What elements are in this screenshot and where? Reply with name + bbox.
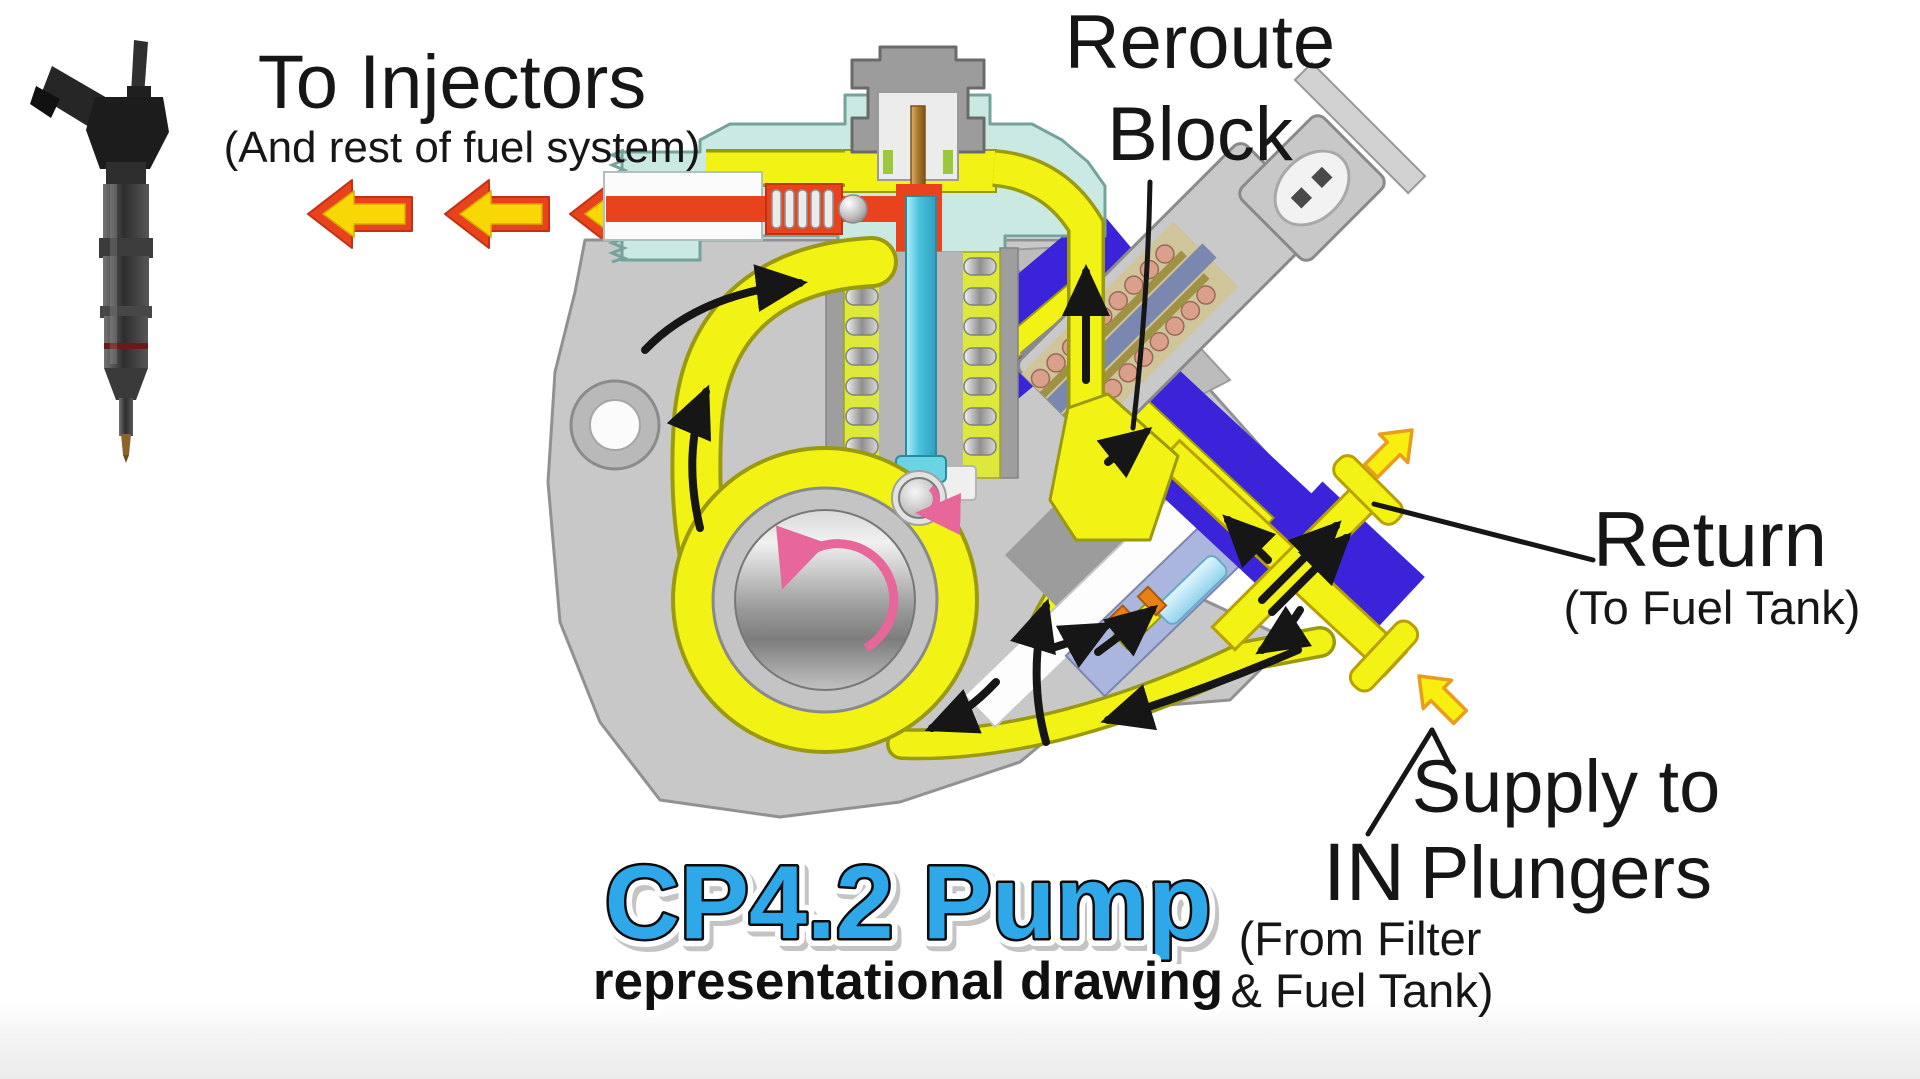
reroute-pointer-line: [1130, 179, 1153, 431]
pump-plunger: [905, 195, 937, 463]
supply-label-line1: Supply to: [1412, 745, 1721, 828]
supply-label-line2: Plungers: [1420, 831, 1712, 914]
to-injectors-label: To Injectors: [258, 40, 647, 125]
flow-arrows: [641, 264, 1352, 746]
in-supply-arrow: [1403, 660, 1476, 733]
svg-text:representational drawing: representational drawing: [593, 952, 1223, 1011]
return-sublabel: (To Fuel Tank): [1564, 581, 1861, 634]
reroute-label-line2: Block: [1107, 92, 1294, 177]
cam-eccentric: [734, 509, 916, 691]
caption-title: CP4.2 Pump: [605, 845, 1212, 961]
caption: CP4.2 Pump CP4.2 Pump CP4.2 Pump represe…: [586, 837, 1229, 1018]
rotation-arrows: [776, 485, 961, 652]
electrical-connector: [1238, 114, 1386, 262]
caption-subtitle: representational drawing: [593, 952, 1223, 1011]
in-pointer-line: [1365, 727, 1435, 837]
in-sublabel-line2: & Fuel Tank): [1231, 964, 1494, 1017]
metering-valve-spool: [1156, 555, 1228, 625]
return-pointer-line: [1371, 501, 1596, 563]
head-fuel-channel: [992, 152, 1102, 416]
cam-fuel-ring: [675, 450, 975, 750]
check-ball: [838, 194, 868, 224]
supply-pointer-line: [1429, 727, 1456, 775]
svg-text:CP4.2 Pump: CP4.2 Pump: [609, 850, 1216, 966]
cam-rotation-arrow: [776, 525, 899, 652]
reroute-label-line1: Reroute: [1065, 0, 1335, 85]
in-label: IN: [1323, 827, 1405, 918]
in-sublabel-line1: (From Filter: [1239, 912, 1482, 965]
svg-text:CP4.2 Pump: CP4.2 Pump: [605, 845, 1212, 961]
plunger-springs: [845, 257, 997, 456]
roller-rotation-arrow: [915, 485, 961, 535]
fuel-injector-photo: [30, 40, 169, 463]
high-pressure-outlet: [603, 171, 942, 254]
label-pointer-lines: [1130, 179, 1596, 837]
return-label: Return: [1593, 495, 1827, 583]
to-injectors-sublabel: (And rest of fuel system): [224, 123, 701, 172]
